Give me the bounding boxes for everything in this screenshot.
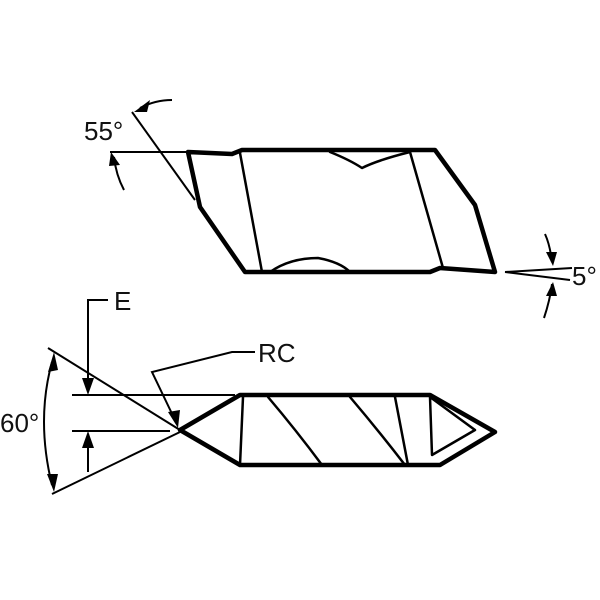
angle-55-label: 55° bbox=[84, 116, 123, 146]
e-arrowheads bbox=[82, 378, 94, 448]
angle-5-label: 5° bbox=[572, 261, 597, 291]
angle-60-label: 60° bbox=[0, 408, 39, 438]
angle-55-arrowhead-bottom bbox=[109, 152, 120, 166]
side-insert-outline bbox=[177, 392, 498, 468]
angle-5-arrowheads bbox=[546, 252, 557, 296]
angle-60-arrowhead-top bbox=[48, 352, 58, 372]
e-dimension bbox=[72, 299, 235, 472]
side-view-insert bbox=[177, 392, 498, 468]
angle-60-upper-line bbox=[47, 347, 181, 431]
side-tip-inner bbox=[428, 395, 477, 457]
top-insert-right-inner-edge bbox=[408, 150, 445, 270]
angle-5-extension-line bbox=[504, 271, 571, 281]
angle-5-dimension bbox=[504, 233, 573, 319]
angle-60-arrowheads bbox=[47, 352, 58, 492]
top-chipbreaker-bottom-curve bbox=[268, 256, 352, 274]
side-flute-2 bbox=[348, 395, 407, 467]
angle-60-lower-line bbox=[51, 431, 181, 495]
angle-60-arc bbox=[43, 361, 53, 486]
rc-leader-line bbox=[150, 351, 255, 421]
angle-60-arrowhead-bottom bbox=[47, 474, 58, 492]
top-chipbreaker-curve bbox=[328, 150, 412, 170]
e-label: E bbox=[114, 286, 131, 316]
e-arrowhead-bottom bbox=[82, 431, 94, 448]
top-insert-left-inner-edge bbox=[238, 151, 264, 274]
angle-55-dimension bbox=[110, 99, 196, 201]
e-leader-line bbox=[87, 299, 108, 390]
rc-label: RC bbox=[258, 338, 296, 368]
angle-55-arrowhead-top bbox=[134, 100, 150, 112]
rc-leader bbox=[150, 351, 255, 421]
rc-arrowhead bbox=[168, 410, 180, 428]
angle-5-arrowhead-bottom bbox=[546, 282, 557, 296]
top-insert-outline bbox=[185, 147, 498, 275]
angle-55-arrowheads bbox=[109, 100, 150, 166]
angle-5-reference-line bbox=[504, 267, 573, 273]
angle-5-arrowhead-top bbox=[546, 252, 557, 266]
side-insert-left-edge bbox=[238, 395, 245, 467]
side-flute-3 bbox=[393, 395, 410, 467]
angle-55-extension-line bbox=[131, 111, 196, 201]
top-view-insert bbox=[185, 147, 498, 275]
e-arrowhead-top bbox=[82, 378, 94, 395]
angle-60-dimension bbox=[43, 347, 181, 495]
side-flute-1 bbox=[266, 395, 324, 467]
